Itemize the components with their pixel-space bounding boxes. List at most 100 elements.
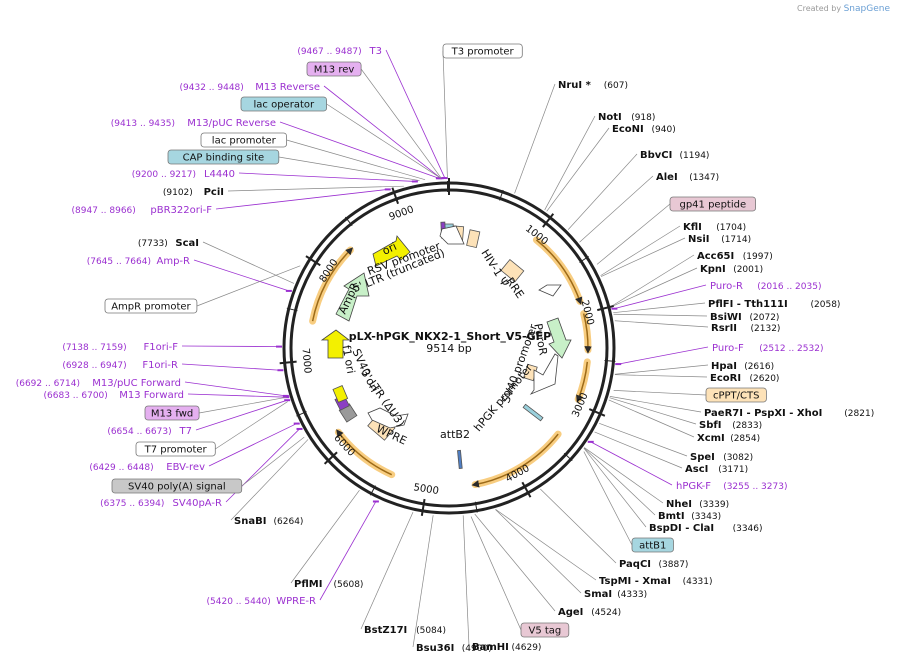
feature-box-ampr-promoter[interactable]: AmpR promoter bbox=[104, 298, 198, 314]
feature-label-ori: ori bbox=[380, 240, 398, 258]
site-name: PciI bbox=[204, 187, 224, 198]
feature-arc bbox=[471, 433, 559, 488]
primer-leader bbox=[181, 345, 280, 347]
site-bsu36i[interactable]: Bsu36I(4900) bbox=[416, 643, 492, 654]
feature-box-cap-binding-site[interactable]: CAP binding site bbox=[167, 149, 280, 165]
feature-box-sv40-poly-a-signal[interactable]: SV40 poly(A) signal bbox=[111, 478, 243, 494]
primer-f1ori-r[interactable]: F1ori-R(6928 .. 6947) bbox=[62, 360, 178, 371]
primer-puro-r[interactable]: Puro-R(2016 .. 2035) bbox=[710, 281, 821, 292]
site-name: SnaBI bbox=[234, 516, 266, 527]
site-nrui[interactable]: NruI *(607) bbox=[558, 80, 628, 91]
site-name: HpaI bbox=[711, 361, 737, 372]
site-kfli[interactable]: KflI(1704) bbox=[683, 222, 746, 233]
site-pos: (2616) bbox=[744, 362, 774, 372]
primer-name: F1ori-F bbox=[144, 342, 179, 353]
site-spei[interactable]: SpeI(3082) bbox=[690, 452, 753, 463]
primer-l4440[interactable]: L4440(9200 .. 9217) bbox=[132, 169, 235, 180]
ori-arrow bbox=[372, 235, 411, 267]
site-smai[interactable]: SmaI(4333) bbox=[584, 589, 647, 600]
feature-box-label: T3 promoter bbox=[451, 47, 515, 58]
feature-label-puror: PuroR bbox=[531, 322, 549, 356]
site-pos: (9102) bbox=[163, 188, 193, 198]
primer-wpre-r[interactable]: WPRE-R(5420 .. 5440) bbox=[207, 596, 317, 607]
site-bspdi-clai[interactable]: BspDI - ClaI(3346) bbox=[649, 523, 763, 534]
site-name: ScaI bbox=[175, 238, 199, 249]
site-name: AscI bbox=[685, 464, 708, 475]
site-econi[interactable]: EcoNI(940) bbox=[612, 124, 676, 135]
site-noti[interactable]: NotI(918) bbox=[598, 112, 655, 123]
feature-box-t7-promoter[interactable]: T7 promoter bbox=[135, 441, 216, 457]
site-xcmi[interactable]: XcmI(2854) bbox=[697, 433, 760, 444]
primer-f1ori-f[interactable]: F1ori-F (7138 .. 7159) bbox=[62, 342, 178, 353]
feature-box-lac-operator[interactable]: lac operator bbox=[240, 96, 327, 112]
primer-hpgk-f[interactable]: hPGK-F(3255 .. 3273) bbox=[676, 481, 787, 492]
site-ecori[interactable]: EcoRI(2620) bbox=[710, 373, 779, 384]
site-paqci[interactable]: PaqCI(3887) bbox=[619, 559, 688, 570]
site-pos: (2132) bbox=[751, 324, 781, 334]
feature-box-gp41-peptide[interactable]: gp41 peptide bbox=[669, 196, 756, 212]
site-pcii[interactable]: PciI (9102) bbox=[163, 187, 224, 198]
site-pos: (1704) bbox=[716, 223, 746, 233]
site-bamhi[interactable]: BamHI(4629) bbox=[472, 642, 541, 653]
site-bstz17i[interactable]: BstZ17I(5084) bbox=[364, 625, 446, 636]
primer-pbr322ori-f[interactable]: pBR322ori-F(8947 .. 8966) bbox=[72, 205, 213, 216]
site-asci[interactable]: AscI(3171) bbox=[685, 464, 748, 475]
site-nhei[interactable]: NheI(3339) bbox=[666, 499, 729, 510]
leader bbox=[227, 185, 404, 192]
tick-label-7000: 7000 bbox=[299, 348, 312, 374]
leader bbox=[614, 364, 709, 375]
primer-pos: (7138 .. 7159) bbox=[62, 343, 126, 353]
feature-arc bbox=[336, 429, 393, 476]
site-bsiwi[interactable]: BsiWI(2072) bbox=[710, 312, 779, 323]
site-scai[interactable]: ScaI(7733) bbox=[138, 238, 199, 249]
box-leader bbox=[470, 516, 522, 631]
feature-box-cppt-cts[interactable]: cPPT/CTS bbox=[705, 387, 767, 403]
primer-t3[interactable]: T3 (9467 .. 9487) bbox=[297, 46, 382, 57]
site-sbfi[interactable]: SbfI(2833) bbox=[699, 420, 762, 431]
feature-box-bg bbox=[200, 132, 287, 148]
primer-m13-reverse[interactable]: M13 Reverse(9432 .. 9448) bbox=[180, 82, 320, 93]
feature-label-ampr: AmpR bbox=[336, 281, 362, 317]
primer-puro-f[interactable]: Puro-F(2512 .. 2532) bbox=[712, 343, 823, 354]
leader bbox=[609, 397, 697, 425]
site-acc65i[interactable]: Acc65I(1997) bbox=[697, 251, 773, 262]
feature-box-v5-tag[interactable]: V5 tag bbox=[520, 622, 570, 638]
site-name: Acc65I bbox=[697, 251, 734, 262]
site-pflmi[interactable]: PflMI(5608) bbox=[294, 579, 363, 590]
site-alei[interactable]: AleI(1347) bbox=[656, 172, 719, 183]
site-snabi[interactable]: SnaBI(6264) bbox=[234, 516, 303, 527]
leader bbox=[567, 153, 638, 230]
site-pos: (4333) bbox=[617, 590, 647, 600]
site-paer7i-pspxi-xhoi[interactable]: PaeR7I - PspXI - XhoI (2821) bbox=[704, 408, 874, 419]
feature-box-m13-fwd[interactable]: M13 fwd bbox=[144, 405, 200, 421]
primer-leader bbox=[319, 501, 377, 601]
site-agei[interactable]: AgeI(4524) bbox=[558, 607, 621, 618]
primer-sv40pa-r[interactable]: SV40pA-R(6375 .. 6394) bbox=[100, 498, 222, 509]
site-rsrii[interactable]: RsrII(2132) bbox=[711, 323, 780, 334]
primer-ebv-rev[interactable]: EBV-rev(6429 .. 6448) bbox=[89, 462, 205, 473]
feature-box-m13-rev[interactable]: M13 rev bbox=[306, 61, 362, 77]
site-bbvci[interactable]: BbvCI(1194) bbox=[640, 150, 709, 161]
site-kpni[interactable]: KpnI(2001) bbox=[700, 264, 763, 275]
primer-pos: (9467 .. 9487) bbox=[297, 47, 361, 57]
site-pos: (1194) bbox=[680, 151, 710, 161]
primer-m13-forward[interactable]: M13 Forward(6683 .. 6700) bbox=[44, 390, 184, 401]
site-pos: (2821) bbox=[844, 409, 874, 419]
primer-name: T3 bbox=[369, 46, 382, 57]
site-bmti[interactable]: BmtI(3343) bbox=[658, 511, 721, 522]
feature-box-attb1[interactable]: attB1 bbox=[631, 537, 674, 553]
site-pflfi-tth111i[interactable]: PflFI - Tth111I(2058) bbox=[708, 299, 840, 310]
site-name: PaeR7I - PspXI - XhoI bbox=[704, 408, 822, 419]
primer-m13-puc-reverse[interactable]: M13/pUC Reverse(9413 .. 9435) bbox=[111, 118, 276, 129]
minor-tick bbox=[344, 216, 353, 227]
primer-t7[interactable]: T7(6654 .. 6673) bbox=[107, 426, 192, 437]
site-nsii[interactable]: NsiI(1714) bbox=[688, 234, 751, 245]
primer-pos: (3255 .. 3273) bbox=[723, 482, 787, 492]
site-tspmi-xmai[interactable]: TspMI - XmaI(4331) bbox=[599, 576, 713, 587]
feature-box-t3-promoter[interactable]: T3 promoter bbox=[442, 43, 523, 59]
site-hpai[interactable]: HpaI (2616) bbox=[711, 361, 774, 372]
box-leader bbox=[199, 396, 287, 414]
feature-box-lac-promoter[interactable]: lac promoter bbox=[200, 132, 287, 148]
primer-m13-puc-forward[interactable]: M13/pUC Forward(6692 .. 6714) bbox=[16, 378, 181, 389]
primer-amp-r[interactable]: Amp-R(7645 .. 7664) bbox=[87, 256, 190, 267]
